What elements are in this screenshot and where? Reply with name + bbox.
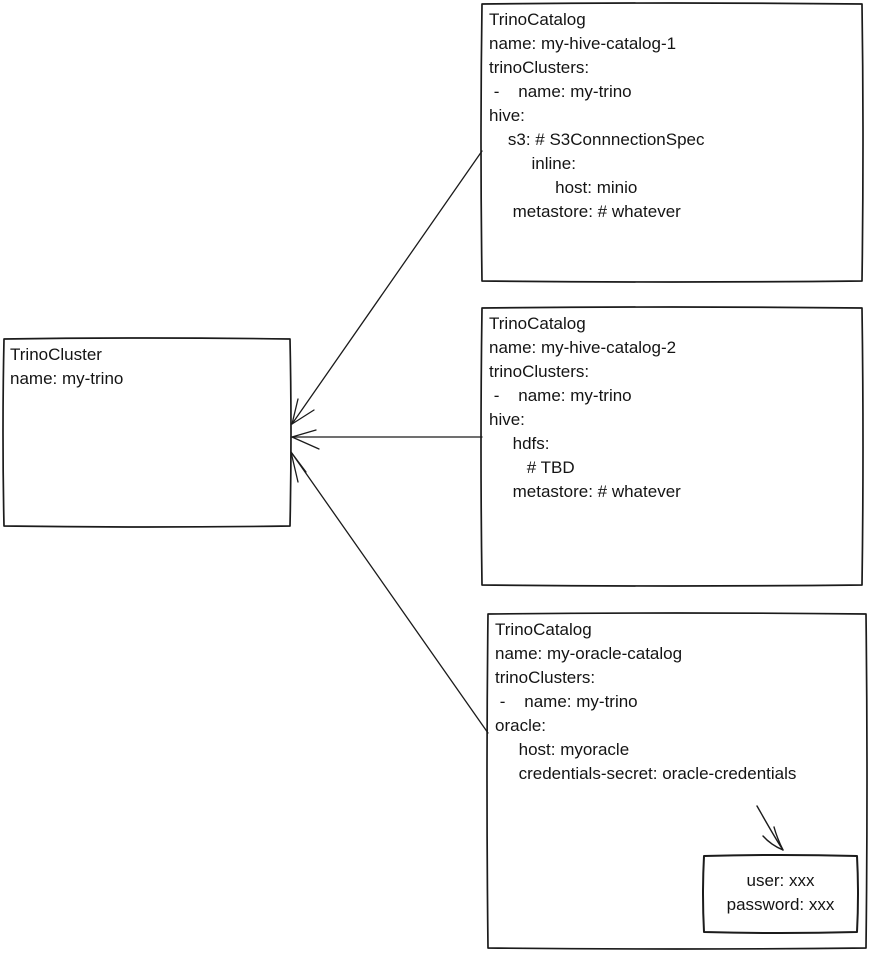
yaml-line: host: myoracle: [495, 740, 630, 759]
yaml-line: # TBD: [489, 458, 575, 477]
yaml-line: metastore: # whatever: [489, 482, 681, 501]
yaml-line: name: my-hive-catalog-2: [489, 338, 677, 357]
yaml-line: s3: # S3ConnnectionSpec: [489, 130, 705, 149]
yaml-line: hdfs:: [489, 434, 550, 453]
connector-catalog1-to-cluster: [291, 150, 483, 425]
trino-catalog-2-box: TrinoCatalog name: my-hive-catalog-2 tri…: [482, 307, 863, 586]
yaml-line: trinoClusters:: [495, 668, 596, 687]
trino-catalog-1-box: TrinoCatalog name: my-hive-catalog-1 tri…: [482, 3, 863, 282]
yaml-line: hive:: [489, 106, 525, 125]
yaml-line: trinoClusters:: [489, 58, 590, 77]
yaml-line: host: minio: [489, 178, 638, 197]
yaml-line: - name: my-trino: [489, 386, 632, 405]
connector-catalog2-to-cluster: [291, 429, 483, 450]
yaml-line: TrinoCatalog: [495, 620, 592, 639]
yaml-line: metastore: # whatever: [489, 202, 681, 221]
yaml-line: inline:: [489, 154, 576, 173]
secret-box: user: xxx password: xxx: [703, 855, 858, 933]
yaml-line: - name: my-trino: [495, 692, 638, 711]
yaml-line: name: my-hive-catalog-1: [489, 34, 677, 53]
trino-catalog-3-box: TrinoCatalog name: my-oracle-catalog tri…: [488, 613, 867, 949]
yaml-line: name: my-oracle-catalog: [495, 644, 683, 663]
yaml-line: credentials-secret: oracle-credentials: [495, 764, 797, 783]
yaml-line: - name: my-trino: [489, 82, 632, 101]
connector-catalog3-to-cluster: [290, 451, 489, 734]
yaml-line: oracle:: [495, 716, 547, 735]
yaml-line: TrinoCatalog: [489, 10, 586, 29]
yaml-line: hive:: [489, 410, 525, 429]
yaml-line: trinoClusters:: [489, 362, 590, 381]
yaml-line: name: my-trino: [10, 369, 124, 388]
yaml-line: TrinoCluster: [10, 345, 102, 364]
secret-line: user: xxx: [746, 871, 815, 890]
secret-line: password: xxx: [726, 895, 835, 914]
yaml-line: TrinoCatalog: [489, 314, 586, 333]
trino-cluster-box: TrinoCluster name: my-trino: [3, 338, 291, 527]
